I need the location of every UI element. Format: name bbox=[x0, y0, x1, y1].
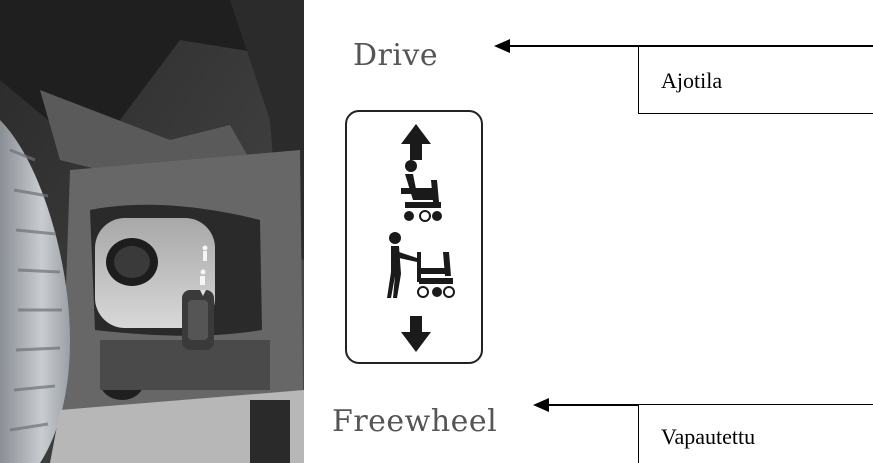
freewheel-mode-label: Freewheel bbox=[332, 404, 498, 439]
arrow-down-icon bbox=[401, 316, 431, 352]
drive-callout-box bbox=[638, 47, 873, 114]
drive-mode-label: Drive bbox=[353, 38, 439, 73]
mode-pictogram-panel bbox=[345, 110, 483, 364]
drive-callout-arrowhead bbox=[494, 39, 510, 53]
freewheel-callout-arrowhead bbox=[533, 398, 549, 412]
freewheel-callout-box bbox=[638, 404, 873, 463]
drive-callout-line bbox=[508, 45, 873, 47]
powered-wheelchair-icon bbox=[401, 160, 442, 222]
arrow-up-icon bbox=[401, 124, 431, 160]
freewheel-callout-text: Vapautettu bbox=[661, 424, 756, 449]
drive-callout-text: Ajotila bbox=[661, 68, 723, 93]
freewheel-callout-line bbox=[547, 404, 638, 406]
attendant-push-wheelchair-icon bbox=[387, 232, 455, 298]
motor-lever-photo bbox=[0, 0, 304, 463]
